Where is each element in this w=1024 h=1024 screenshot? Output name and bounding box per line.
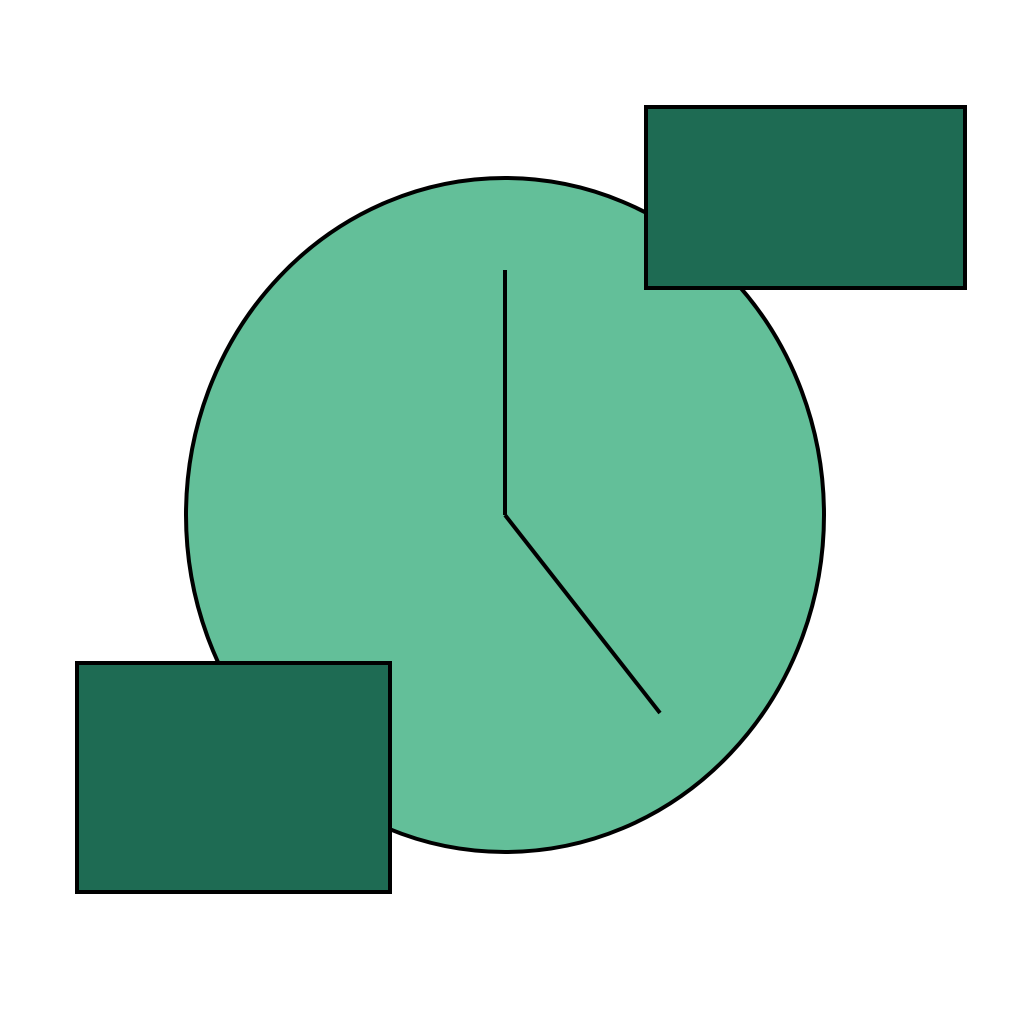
panel-top-right [644, 105, 967, 290]
panel-bottom-left [75, 661, 392, 894]
clock-hand-short [503, 513, 662, 715]
